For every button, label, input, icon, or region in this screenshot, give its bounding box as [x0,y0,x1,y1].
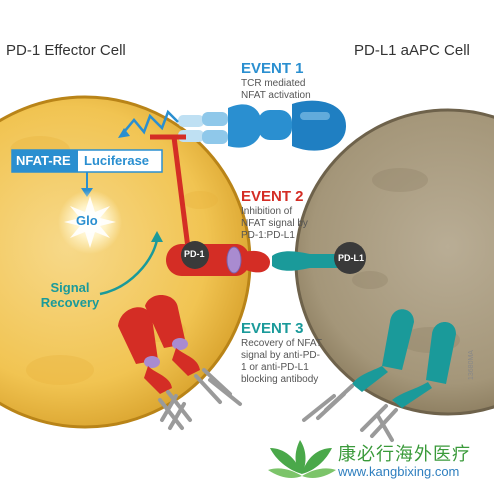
anti-pd1-receptor-1 [118,307,172,394]
tcr-receptor-complex [178,100,346,151]
luciferase-label: Luciferase [84,153,150,168]
pdl1-ligand [272,242,366,274]
watermark-url: www.kangbixing.com [338,464,460,479]
nfat-re-label: NFAT-RE [16,153,71,168]
pd1-receptor [166,241,270,276]
anti-pdl1-receptor-1 [352,309,414,392]
event-2-description: Inhibition of NFAT signal by PD-1:PD-L1 [241,206,308,241]
effector-cell-title: PD-1 Effector Cell [6,42,126,59]
pdl1-label: PD-L1 [338,253,365,263]
event-3-title: EVENT 3 [241,320,304,337]
anti-pdl1-antibodies [302,384,398,442]
activation-signal-arrow [123,109,179,135]
inhibition-line [150,134,191,249]
apc-cell-title: PD-L1 aAPC Cell [354,42,470,59]
event-1-description: TCR mediated NFAT activation [241,78,311,101]
event-1-title: EVENT 1 [241,60,304,77]
anti-pd1-antibodies [158,368,242,430]
figure-code: 13680MA [468,350,475,380]
kangbixing-logo-icon [268,440,336,478]
anti-pdl1-receptor-2 [392,322,456,408]
event-3-description: Recovery of NFAT signal by anti-PD-1 or … [241,338,322,385]
signal-recovery-label: Signal Recovery [40,280,100,310]
pd1-label: PD-1 [184,249,205,259]
glo-label: Glo [76,213,98,228]
signal-recovery-arrow [99,239,159,296]
event-2-title: EVENT 2 [241,188,304,205]
anti-pd1-receptor-2 [145,294,200,376]
glo-light-burst [58,190,122,254]
watermark-name: 康必行海外医疗 [338,444,471,464]
